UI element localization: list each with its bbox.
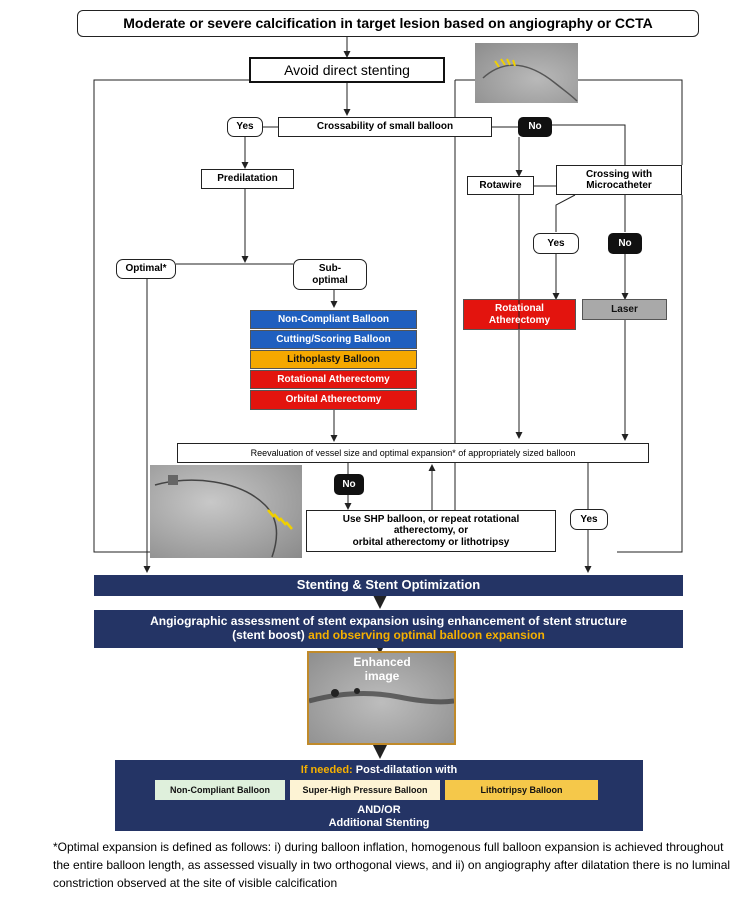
assessment-line1: Angiographic assessment of stent expansi… [150, 614, 627, 629]
device-lithoplasty-balloon: Lithoplasty Balloon [250, 350, 417, 369]
assessment-line2b: and observing optimal balloon expansion [308, 628, 545, 642]
laser-box: Laser [582, 299, 667, 320]
crossing-microcatheter-box: Crossing with Microcatheter [556, 165, 682, 195]
and-or-label: AND/OR [357, 804, 401, 816]
post-option-non-compliant: Non-Compliant Balloon [155, 780, 285, 800]
enhanced-line1: Enhanced [353, 655, 411, 670]
assessment-line2a: (stent boost) [232, 628, 309, 642]
footnote: *Optimal expansion is defined as follows… [53, 840, 731, 890]
yes-label-right: Yes [570, 509, 608, 530]
suboptimal-line1: Sub- [318, 263, 342, 274]
shp-line3: orbital atherectomy or lithotripsy [352, 536, 510, 548]
crossability-box: Crossability of small balloon [278, 117, 492, 137]
enhanced-label: Enhanced image [337, 655, 427, 685]
crossing-line2: Microcatheter [586, 180, 652, 191]
shp-line1: Use SHP balloon, or repeat rotational [342, 513, 520, 525]
optimal-label: Optimal* [116, 259, 176, 279]
angiography-image-left [150, 465, 302, 558]
enhanced-line2: image [364, 669, 400, 683]
additional-stenting-label: Additional Stenting [328, 817, 430, 829]
device-cutting-scoring-balloon: Cutting/Scoring Balloon [250, 330, 417, 349]
enhanced-image: Enhanced image [307, 651, 456, 745]
angiography-image-top [475, 43, 578, 103]
crossing-line1: Crossing with [585, 168, 653, 180]
device-rotational-atherectomy: Rotational Atherectomy [250, 370, 417, 389]
rot-ather-line2: Atherectomy [488, 314, 551, 326]
title-box: Moderate or severe calcification in targ… [77, 10, 699, 37]
post-dilatation-label: Post-dilatation with [352, 764, 458, 776]
rotational-atherectomy-box: Rotational Atherectomy [463, 299, 576, 330]
no-label-mid: No [608, 233, 642, 254]
shp-balloon-box: Use SHP balloon, or repeat rotational at… [306, 510, 556, 552]
post-dilatation-box: If needed: Post-dilatation with Non-Comp… [115, 760, 643, 831]
shp-line2: atherectomy, or [393, 525, 469, 537]
rot-ather-line1: Rotational [495, 303, 544, 314]
yes-label-left: Yes [227, 117, 263, 137]
reevaluation-box: Reevaluation of vessel size and optimal … [177, 443, 649, 463]
stenting-bar: Stenting & Stent Optimization [94, 575, 683, 596]
if-needed-label: If needed: [300, 764, 353, 776]
post-options-row: Non-Compliant Balloon Super-High Pressur… [155, 780, 615, 800]
post-option-super-high-pressure: Super-High Pressure Balloon [290, 780, 440, 800]
predilatation-box: Predilatation [201, 169, 294, 189]
rotawire-box: Rotawire [467, 176, 534, 195]
no-label-bottom: No [334, 474, 364, 495]
no-label-top: No [518, 117, 552, 137]
post-dilatation-heading: If needed: Post-dilatation with [115, 764, 643, 777]
suboptimal-label: Sub- optimal [293, 259, 367, 290]
avoid-direct-stenting-box: Avoid direct stenting [249, 57, 445, 83]
post-option-lithotripsy: Lithotripsy Balloon [445, 780, 598, 800]
suboptimal-line2: optimal [312, 274, 348, 286]
assessment-line2: (stent boost) and observing optimal ball… [232, 628, 545, 643]
yes-label-mid: Yes [533, 233, 579, 254]
device-non-compliant-balloon: Non-Compliant Balloon [250, 310, 417, 329]
device-orbital-atherectomy: Orbital Atherectomy [250, 390, 417, 410]
assessment-box: Angiographic assessment of stent expansi… [94, 610, 683, 648]
